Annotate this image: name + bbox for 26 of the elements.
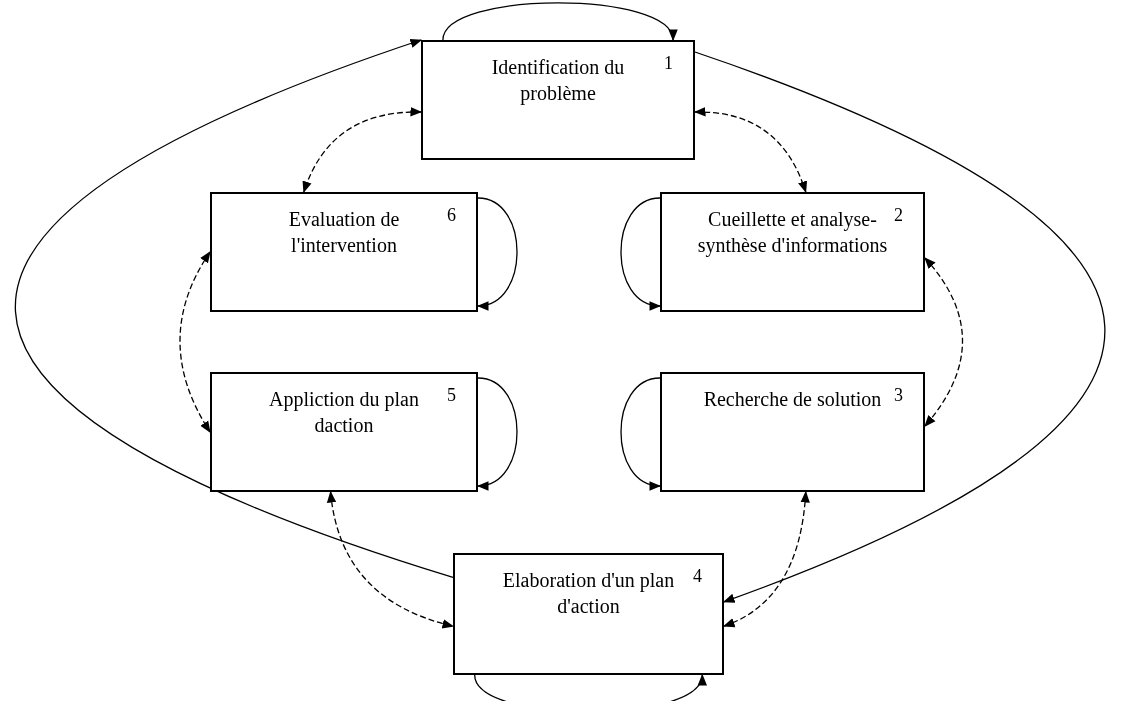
step-box — [453, 553, 724, 675]
step-number: 1 — [664, 52, 673, 75]
step-box — [421, 40, 695, 160]
step-number: 3 — [894, 384, 903, 407]
curved-arrow — [14, 39, 454, 579]
step-box — [210, 372, 478, 492]
curved-arrow — [179, 251, 211, 433]
curved-arrow — [924, 257, 964, 427]
step-number: 2 — [894, 204, 903, 227]
step-title: Elaboration d'un plan d'action — [501, 568, 676, 619]
step-number: 6 — [447, 204, 456, 227]
step-box — [210, 192, 478, 312]
curved-arrow — [327, 490, 455, 628]
curved-arrow — [303, 107, 423, 194]
curved-arrow — [694, 51, 1106, 603]
step-title: Cueillette et analyse-synthèse d'informations — [697, 207, 888, 258]
step-title: Recherche de solution — [702, 387, 883, 412]
step-title: Appliction du plan daction — [268, 387, 420, 438]
step-title: Evaluation de l'intervention — [287, 207, 401, 258]
step-title: Identification du problème — [490, 55, 626, 106]
step-box — [660, 372, 925, 492]
loop-arrow — [620, 377, 662, 489]
step-box — [660, 192, 925, 312]
step-number: 4 — [693, 565, 702, 588]
step-number: 5 — [447, 384, 456, 407]
loop-arrow — [620, 197, 662, 309]
